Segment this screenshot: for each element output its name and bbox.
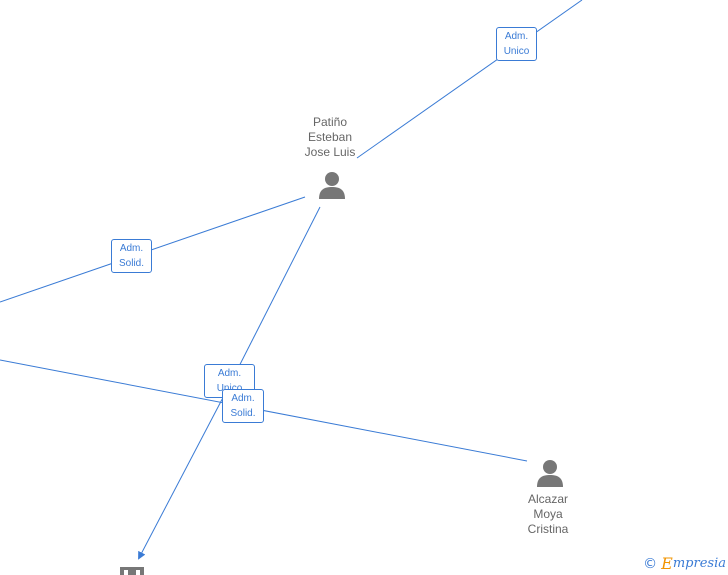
empresia-watermark: © E mpresia	[643, 554, 726, 573]
edge-patino-top-right	[356, 0, 583, 159]
node-name-line2: Esteban	[307, 130, 353, 144]
badge-line2: Solid.	[230, 408, 256, 419]
node-name-line3: Jose Luis	[304, 145, 356, 159]
node-name-line2: Moya	[533, 507, 563, 521]
node-name-line1: Alcazar	[527, 492, 568, 506]
badge-line1: Adm.	[231, 393, 255, 404]
person-icon[interactable]	[317, 170, 347, 200]
role-badge-adm-unico-top[interactable]: Adm. Unico	[496, 27, 537, 61]
person-icon[interactable]	[535, 458, 565, 488]
role-badge-adm-solid-left[interactable]: Adm. Solid.	[111, 239, 152, 273]
badge-line1: Adm.	[119, 243, 144, 254]
company-building-icon[interactable]	[120, 565, 144, 575]
role-badge-adm-solid-center[interactable]: Adm. Solid.	[222, 389, 264, 423]
badge-line2: Unico	[503, 46, 530, 57]
badge-line1: Adm.	[504, 31, 529, 42]
badge-line1: Adm.	[217, 368, 242, 379]
brand-name: mpresia	[672, 556, 726, 571]
node-name-line1: Patiño	[312, 115, 348, 129]
node-label-alcazar[interactable]: Alcazar Moya Cristina	[503, 492, 593, 537]
edge-to-company-arrow	[138, 387, 229, 560]
edge-patino-left	[0, 196, 306, 303]
badge-line2: Solid.	[118, 258, 144, 269]
edge-patino-company	[227, 206, 321, 389]
brand-initial: E	[661, 554, 673, 573]
copyright-icon: ©	[643, 555, 658, 572]
node-name-line3: Cristina	[527, 522, 569, 536]
node-label-patino[interactable]: Patiño Esteban Jose Luis	[285, 115, 375, 160]
badge-line2: Unico	[205, 381, 254, 396]
